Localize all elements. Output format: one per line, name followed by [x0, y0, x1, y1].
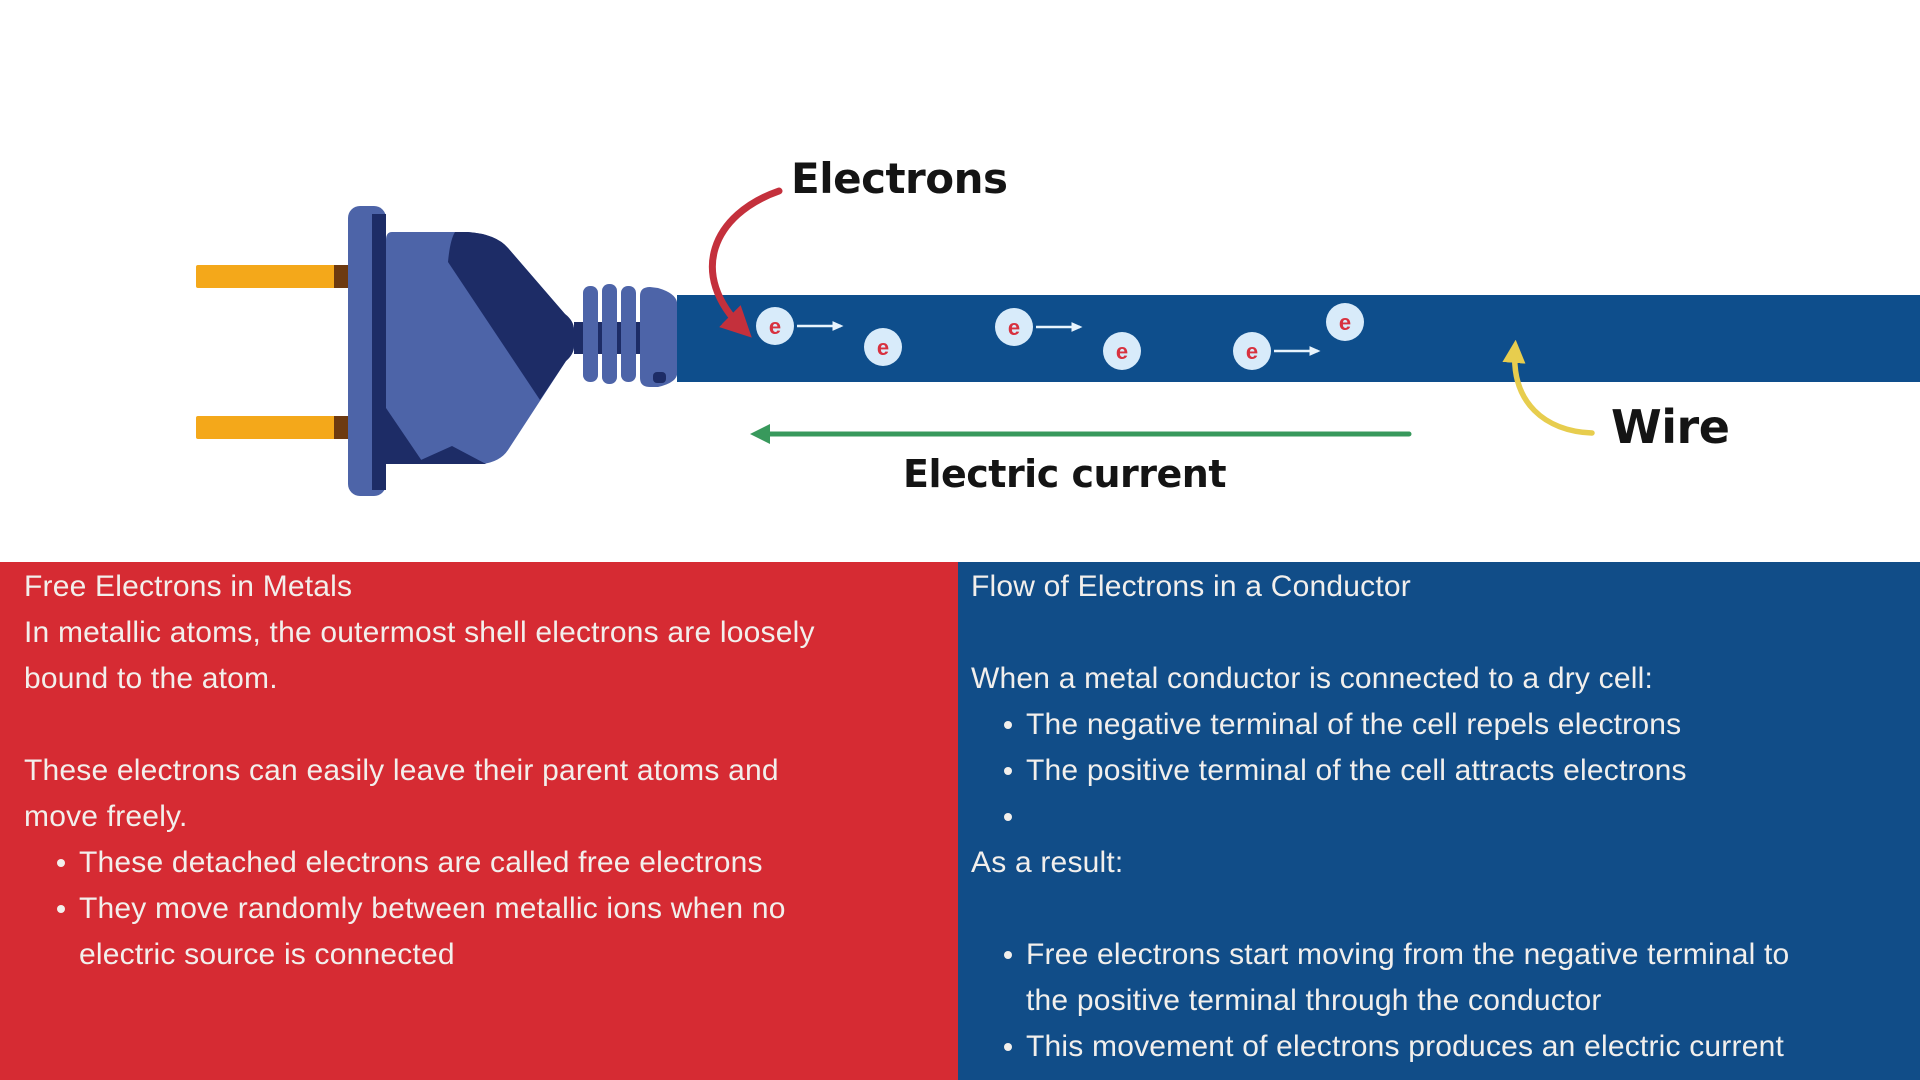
- panel-blank-line: [971, 886, 1904, 932]
- electron-symbol: e: [769, 314, 781, 339]
- electron: e: [1103, 332, 1141, 370]
- panel-text: This movement of electrons produces an e…: [1026, 1030, 1784, 1063]
- panel-text: The negative terminal of the cell repels…: [1026, 708, 1682, 741]
- free-electrons-panel: Free Electrons in Metals In metallic ato…: [0, 562, 958, 1080]
- panel-text: When a metal conductor is connected to a…: [971, 662, 1654, 695]
- electron-symbol: e: [1116, 339, 1128, 364]
- electrons-pointer-arrow: [708, 187, 783, 338]
- electron: e: [1326, 303, 1364, 341]
- electron-circle: [1326, 303, 1364, 341]
- prong-bottom-tip: [334, 416, 348, 439]
- prong-bottom: [196, 416, 336, 439]
- electron-circle: [1103, 332, 1141, 370]
- plug-rib-2: [602, 284, 617, 384]
- plug-body-shading: [448, 232, 574, 400]
- plug-illustration: [196, 206, 677, 496]
- wire-rect: [677, 295, 1920, 382]
- panel-text: These electrons can easily leave their p…: [24, 754, 779, 787]
- panel-bullet-continuation: the positive terminal through the conduc…: [971, 978, 1904, 1024]
- panel-text: In metallic atoms, the outermost shell e…: [24, 616, 815, 649]
- panel-bullet-line: The positive terminal of the cell attrac…: [971, 748, 1904, 794]
- panel-text: The positive terminal of the cell attrac…: [1026, 754, 1687, 787]
- electric-current-label: Electric current: [903, 452, 1227, 496]
- panel-blank-line: [971, 610, 1904, 656]
- plug-faceplate-shadow: [372, 214, 386, 490]
- panel-text: electric source is connected: [79, 938, 455, 971]
- plug-body-shading-bottom: [386, 408, 424, 464]
- panel-line: As a result:: [971, 840, 1904, 886]
- info-panels: Free Electrons in Metals In metallic ato…: [0, 562, 1920, 1080]
- bullet-dot: [57, 905, 65, 913]
- prong-top-tip: [334, 265, 348, 288]
- prong-top: [196, 265, 336, 288]
- panel-text: They move randomly between metallic ions…: [79, 892, 786, 925]
- panel-bullet-continuation: electric source is connected: [24, 932, 940, 978]
- panel-line: bound to the atom.: [24, 656, 940, 702]
- panel-line: When a metal conductor is connected to a…: [971, 656, 1904, 702]
- circuit-illustration: e e e e e e: [196, 187, 1920, 496]
- wire-label: Wire: [1611, 400, 1730, 454]
- electron-flow-panel: Flow of Electrons in a Conductor When a …: [958, 562, 1920, 1080]
- bullet-dot: [1004, 1043, 1012, 1051]
- electron: e: [756, 307, 794, 345]
- panel-text: As a result:: [971, 846, 1124, 879]
- panel-blank-line: [24, 702, 940, 748]
- wire-pointer-arrow: [1502, 339, 1595, 436]
- electron-symbol: e: [1246, 339, 1258, 364]
- electron: e: [995, 308, 1033, 346]
- plug-connector: [640, 287, 677, 387]
- panel-text: These detached electrons are called free…: [79, 846, 763, 879]
- bullet-dot: [1004, 721, 1012, 729]
- electron-symbol: e: [877, 335, 889, 360]
- plug-rib-3: [621, 286, 636, 382]
- panel-heading: Flow of Electrons in a Conductor: [971, 564, 1904, 610]
- panel-text: Free electrons start moving from the neg…: [1026, 938, 1790, 971]
- electrons-label: Electrons: [791, 154, 1008, 203]
- panel-bullet-line: Free electrons start moving from the neg…: [971, 932, 1904, 978]
- electron-circle: [756, 307, 794, 345]
- panel-line: These electrons can easily leave their p…: [24, 748, 940, 794]
- panel-heading: Free Electrons in Metals: [24, 564, 940, 610]
- electrons-group: e e e e e e: [756, 303, 1364, 370]
- electron: e: [864, 328, 902, 366]
- panel-text: Free Electrons in Metals: [24, 570, 353, 603]
- electron-circle: [864, 328, 902, 366]
- electron-symbol: e: [1339, 310, 1351, 335]
- bullet-dot: [1004, 767, 1012, 775]
- bullet-dot: [1004, 951, 1012, 959]
- panel-bullet-line: They move randomly between metallic ions…: [24, 886, 940, 932]
- panel-text: move freely.: [24, 800, 188, 833]
- panel-line: move freely.: [24, 794, 940, 840]
- panel-bullet-line: The negative terminal of the cell repels…: [971, 702, 1904, 748]
- panel-empty-bullet-line: [971, 794, 1904, 840]
- panel-text: bound to the atom.: [24, 662, 278, 695]
- electron-symbol: e: [1008, 315, 1020, 340]
- electron-circle: [995, 308, 1033, 346]
- bullet-dot: [1004, 813, 1012, 821]
- bullet-dot: [57, 859, 65, 867]
- plug-connector-notch: [653, 372, 666, 383]
- plug-rib-1: [583, 286, 598, 382]
- electron: e: [1233, 332, 1271, 370]
- panel-bullet-line: These detached electrons are called free…: [24, 840, 940, 886]
- panel-bullet-line: This movement of electrons produces an e…: [971, 1024, 1904, 1070]
- plug-body-shading-edge: [412, 446, 486, 464]
- panel-text: Flow of Electrons in a Conductor: [971, 570, 1411, 603]
- panel-line: In metallic atoms, the outermost shell e…: [24, 610, 940, 656]
- panel-text: the positive terminal through the conduc…: [1026, 984, 1602, 1017]
- electron-circle: [1233, 332, 1271, 370]
